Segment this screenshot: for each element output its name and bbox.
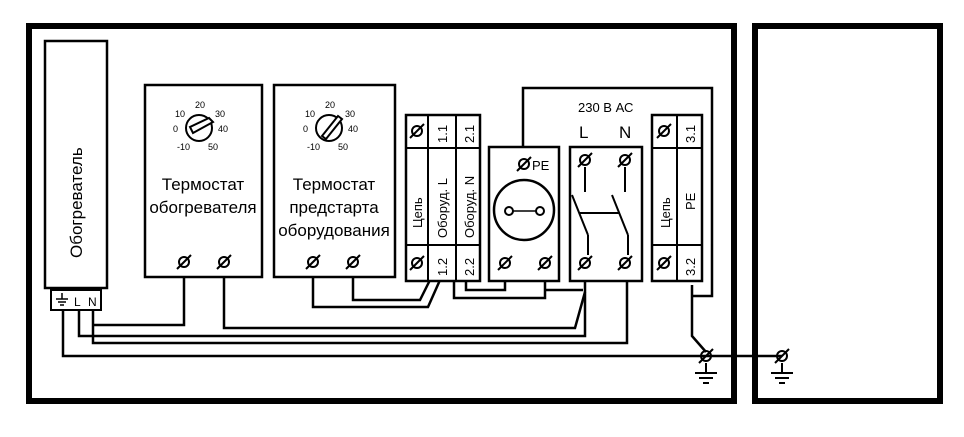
mains-n-label: N [619,123,631,142]
thermostat-heater-dial: 20 10 30 0 40 -10 50 [173,100,228,152]
dial-20: 20 [195,100,205,110]
tb1-circuit-label: Цепь [410,197,425,228]
thermostat-prestart: 20 10 30 0 40 -10 50 Термостат предстарт… [272,83,397,279]
tb1-top-right: 2.1 [462,125,477,143]
tb1-bottom-right: 2.2 [462,258,477,276]
heater-label: Обогреватель [67,147,86,258]
tb1-equip-n-label: Оборуд. N [462,176,477,238]
dial2-30: 30 [345,109,355,119]
thermostat-prestart-subtitle-1: предстарта [289,198,379,217]
ground-icon-equipment [770,362,794,384]
dial2-10: 10 [305,109,315,119]
dial-50: 50 [208,142,218,152]
heater-pin-l: L [74,295,81,309]
dial2-50: 50 [338,142,348,152]
ground-icon-main [694,362,718,384]
dial2-minus10: -10 [307,142,320,152]
thermostat-prestart-subtitle-2: оборудования [278,221,390,240]
thermostat-heater-title: Термостат [162,175,245,194]
heater: Обогреватель L N [43,39,109,311]
thermostat-prestart-dial: 20 10 30 0 40 -10 50 [303,100,358,152]
equipment-enclosure [752,23,943,404]
tb1-top-mid: 1.1 [435,125,450,143]
dial-10: 10 [175,109,185,119]
tb2-circuit-label: Цепь [658,197,673,228]
dial2-40: 40 [348,124,358,134]
dial-30: 30 [215,109,225,119]
dial2-20: 20 [325,100,335,110]
ground-bus-screw-icon [698,348,714,364]
dial-minus10: -10 [177,142,190,152]
wires [61,86,782,358]
mains-l-label: L [579,123,588,142]
tb2-bottom: 3.2 [683,258,698,276]
dial-0: 0 [173,124,178,134]
tb2-top: 3.1 [683,125,698,143]
heater-ground-pin-icon [56,293,68,306]
thermostat-heater: 20 10 30 0 40 -10 50 Термостат обогреват… [143,83,264,279]
tb1-bottom-mid: 1.2 [435,258,450,276]
dial-40: 40 [218,124,228,134]
tb1-equip-l-label: Оборуд. L [435,178,450,238]
socket-pe-label: PE [532,158,550,173]
main-enclosure [26,23,737,404]
mains-label: 230 В АС [578,100,633,115]
terminal-block-1: 1.1 2.1 Цепь Оборуд. L Оборуд. N 1.2 2.2 [404,113,482,283]
tb2-pe-label: PE [683,192,698,210]
socket: PE [487,145,561,283]
equipment-ground-screw-icon [774,348,790,364]
thermostat-heater-subtitle: обогревателя [149,198,256,217]
dial2-0: 0 [303,124,308,134]
terminal-block-2: 3.1 Цепь PE 3.2 [650,113,704,283]
mains-switch: 230 В АС L N [568,100,644,283]
heater-pin-n: N [88,295,97,309]
thermostat-prestart-title: Термостат [293,175,376,194]
